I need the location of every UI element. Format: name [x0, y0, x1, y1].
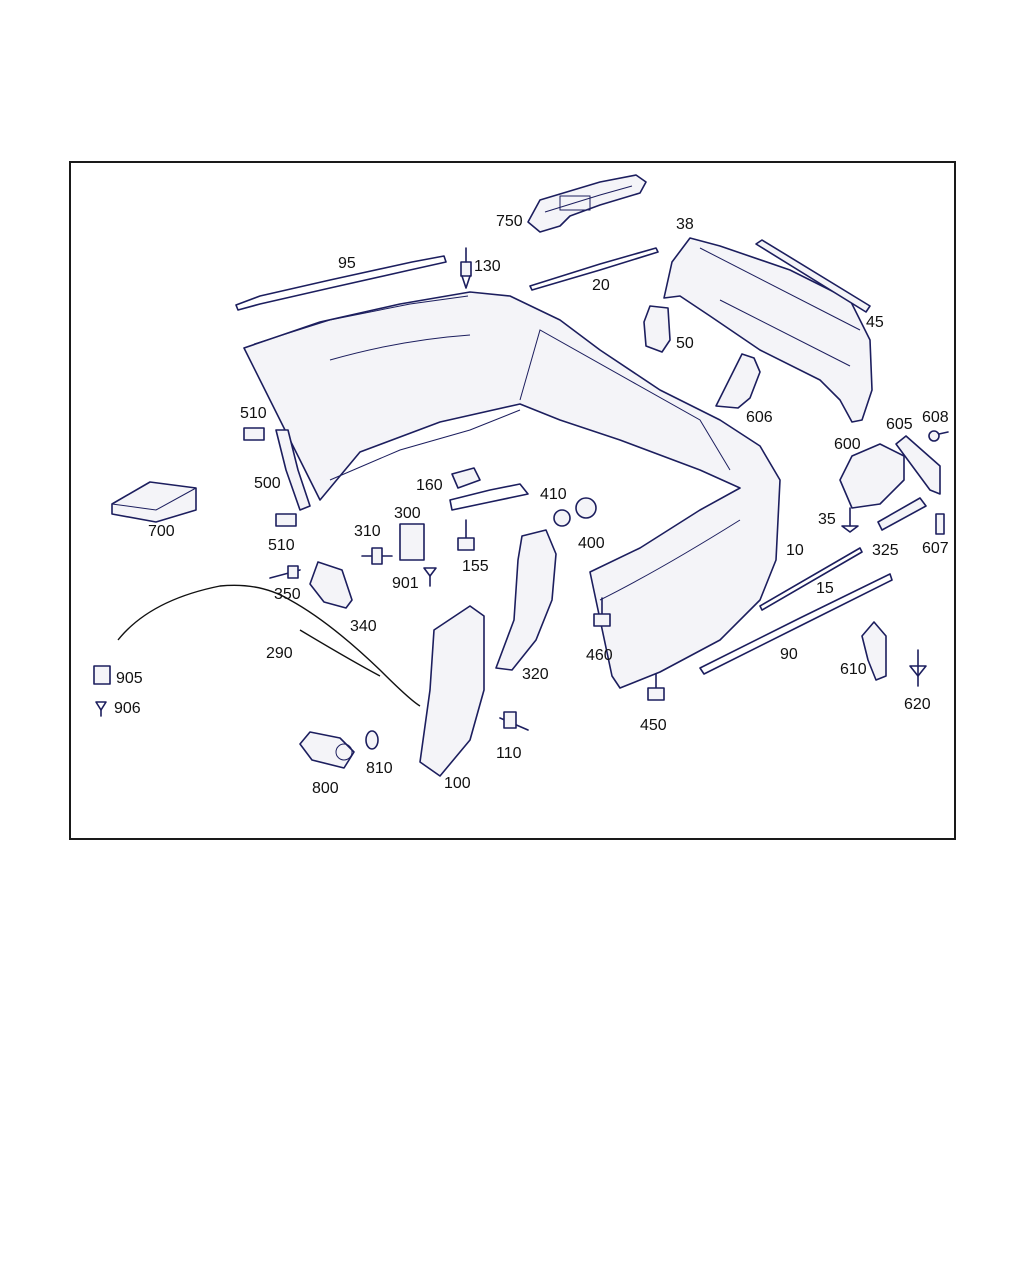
label-310: 310: [354, 523, 381, 540]
label-610: 610: [840, 661, 867, 678]
part-606-bracket: [715, 353, 761, 409]
part-320-side-guide: [495, 529, 557, 671]
label-620: 620: [904, 696, 931, 713]
label-320: 320: [522, 666, 549, 683]
part-300-cover: [399, 523, 425, 561]
label-340: 340: [350, 618, 377, 635]
part-50-cover: [643, 305, 671, 353]
part-510-clip-upper: [243, 427, 265, 441]
part-100-side-guide: [419, 605, 485, 777]
part-110-bolt: [499, 711, 529, 731]
label-510-lower: 510: [268, 537, 295, 554]
label-20: 20: [592, 277, 610, 294]
part-400-washer: [575, 497, 597, 519]
part-90-strip: [699, 573, 893, 675]
part-608-screw: [928, 430, 949, 442]
label-750: 750: [496, 213, 523, 230]
label-810: 810: [366, 760, 393, 777]
label-100: 100: [444, 775, 471, 792]
part-605-bracket: [895, 435, 941, 495]
part-95-trim-strip: [235, 255, 447, 311]
part-10-strip: [759, 547, 863, 611]
part-45-strip: [755, 239, 871, 313]
label-45: 45: [866, 314, 884, 331]
part-905-connector: [93, 665, 111, 685]
label-901: 901: [392, 575, 419, 592]
part-460-bolt: [593, 597, 611, 627]
label-155: 155: [462, 558, 489, 575]
part-290-wiring-harness: [117, 584, 421, 707]
label-50: 50: [676, 335, 694, 352]
label-500: 500: [254, 475, 281, 492]
label-90: 90: [780, 646, 798, 663]
part-607-clip: [935, 513, 945, 535]
part-325-grille: [877, 497, 927, 531]
part-450-bolt: [647, 673, 665, 701]
label-800: 800: [312, 780, 339, 797]
part-160-bracket: [449, 467, 529, 511]
part-901-rivet: [423, 567, 437, 587]
part-labels: 750 38 95 130 20 45 50 606 510 605 608 6…: [114, 213, 949, 797]
part-750-bracket: [527, 174, 647, 233]
label-410: 410: [540, 486, 567, 503]
label-510-upper: 510: [240, 405, 267, 422]
part-155-screw: [457, 519, 475, 551]
label-450: 450: [640, 717, 667, 734]
part-35-clip: [841, 507, 859, 533]
parts-diagram: 750 38 95 130 20 45 50 606 510 605 608 6…: [93, 174, 949, 797]
part-600-sensor-housing: [839, 443, 905, 509]
label-35: 35: [818, 511, 836, 528]
label-460: 460: [586, 647, 613, 664]
label-606: 606: [746, 409, 773, 426]
part-700-control-module: [111, 481, 197, 523]
label-15: 15: [816, 580, 834, 597]
label-400: 400: [578, 535, 605, 552]
label-160: 160: [416, 477, 443, 494]
label-350: 350: [274, 586, 301, 603]
label-300: 300: [394, 505, 421, 522]
label-38: 38: [676, 216, 694, 233]
label-325: 325: [872, 542, 899, 559]
label-130: 130: [474, 258, 501, 275]
label-700: 700: [148, 523, 175, 540]
label-905: 905: [116, 670, 143, 687]
label-110: 110: [496, 745, 522, 762]
label-600: 600: [834, 436, 861, 453]
label-608: 608: [922, 409, 949, 426]
part-500-bracket: [275, 429, 311, 511]
part-20-strip: [529, 247, 659, 291]
label-290: 290: [266, 645, 293, 662]
part-bumper-cover: [243, 291, 781, 689]
part-350-bolt: [269, 565, 301, 579]
part-38-diffuser: [663, 237, 873, 423]
part-130-clip: [460, 247, 472, 289]
part-310-bolt: [361, 547, 393, 565]
part-906-plug: [95, 701, 107, 717]
part-620-clip: [909, 649, 927, 687]
part-810-ring: [365, 730, 379, 750]
label-906: 906: [114, 700, 141, 717]
label-607: 607: [922, 540, 949, 557]
part-410-nut: [553, 509, 571, 527]
part-610-sensor: [861, 621, 887, 681]
diagram-frame: 750 38 95 130 20 45 50 606 510 605 608 6…: [69, 161, 956, 840]
part-510-clip-lower: [275, 513, 297, 527]
label-605: 605: [886, 416, 913, 433]
part-800-parking-sensor: [299, 731, 355, 769]
part-340-bracket: [309, 561, 353, 609]
label-10: 10: [786, 542, 804, 559]
label-95: 95: [338, 255, 356, 272]
